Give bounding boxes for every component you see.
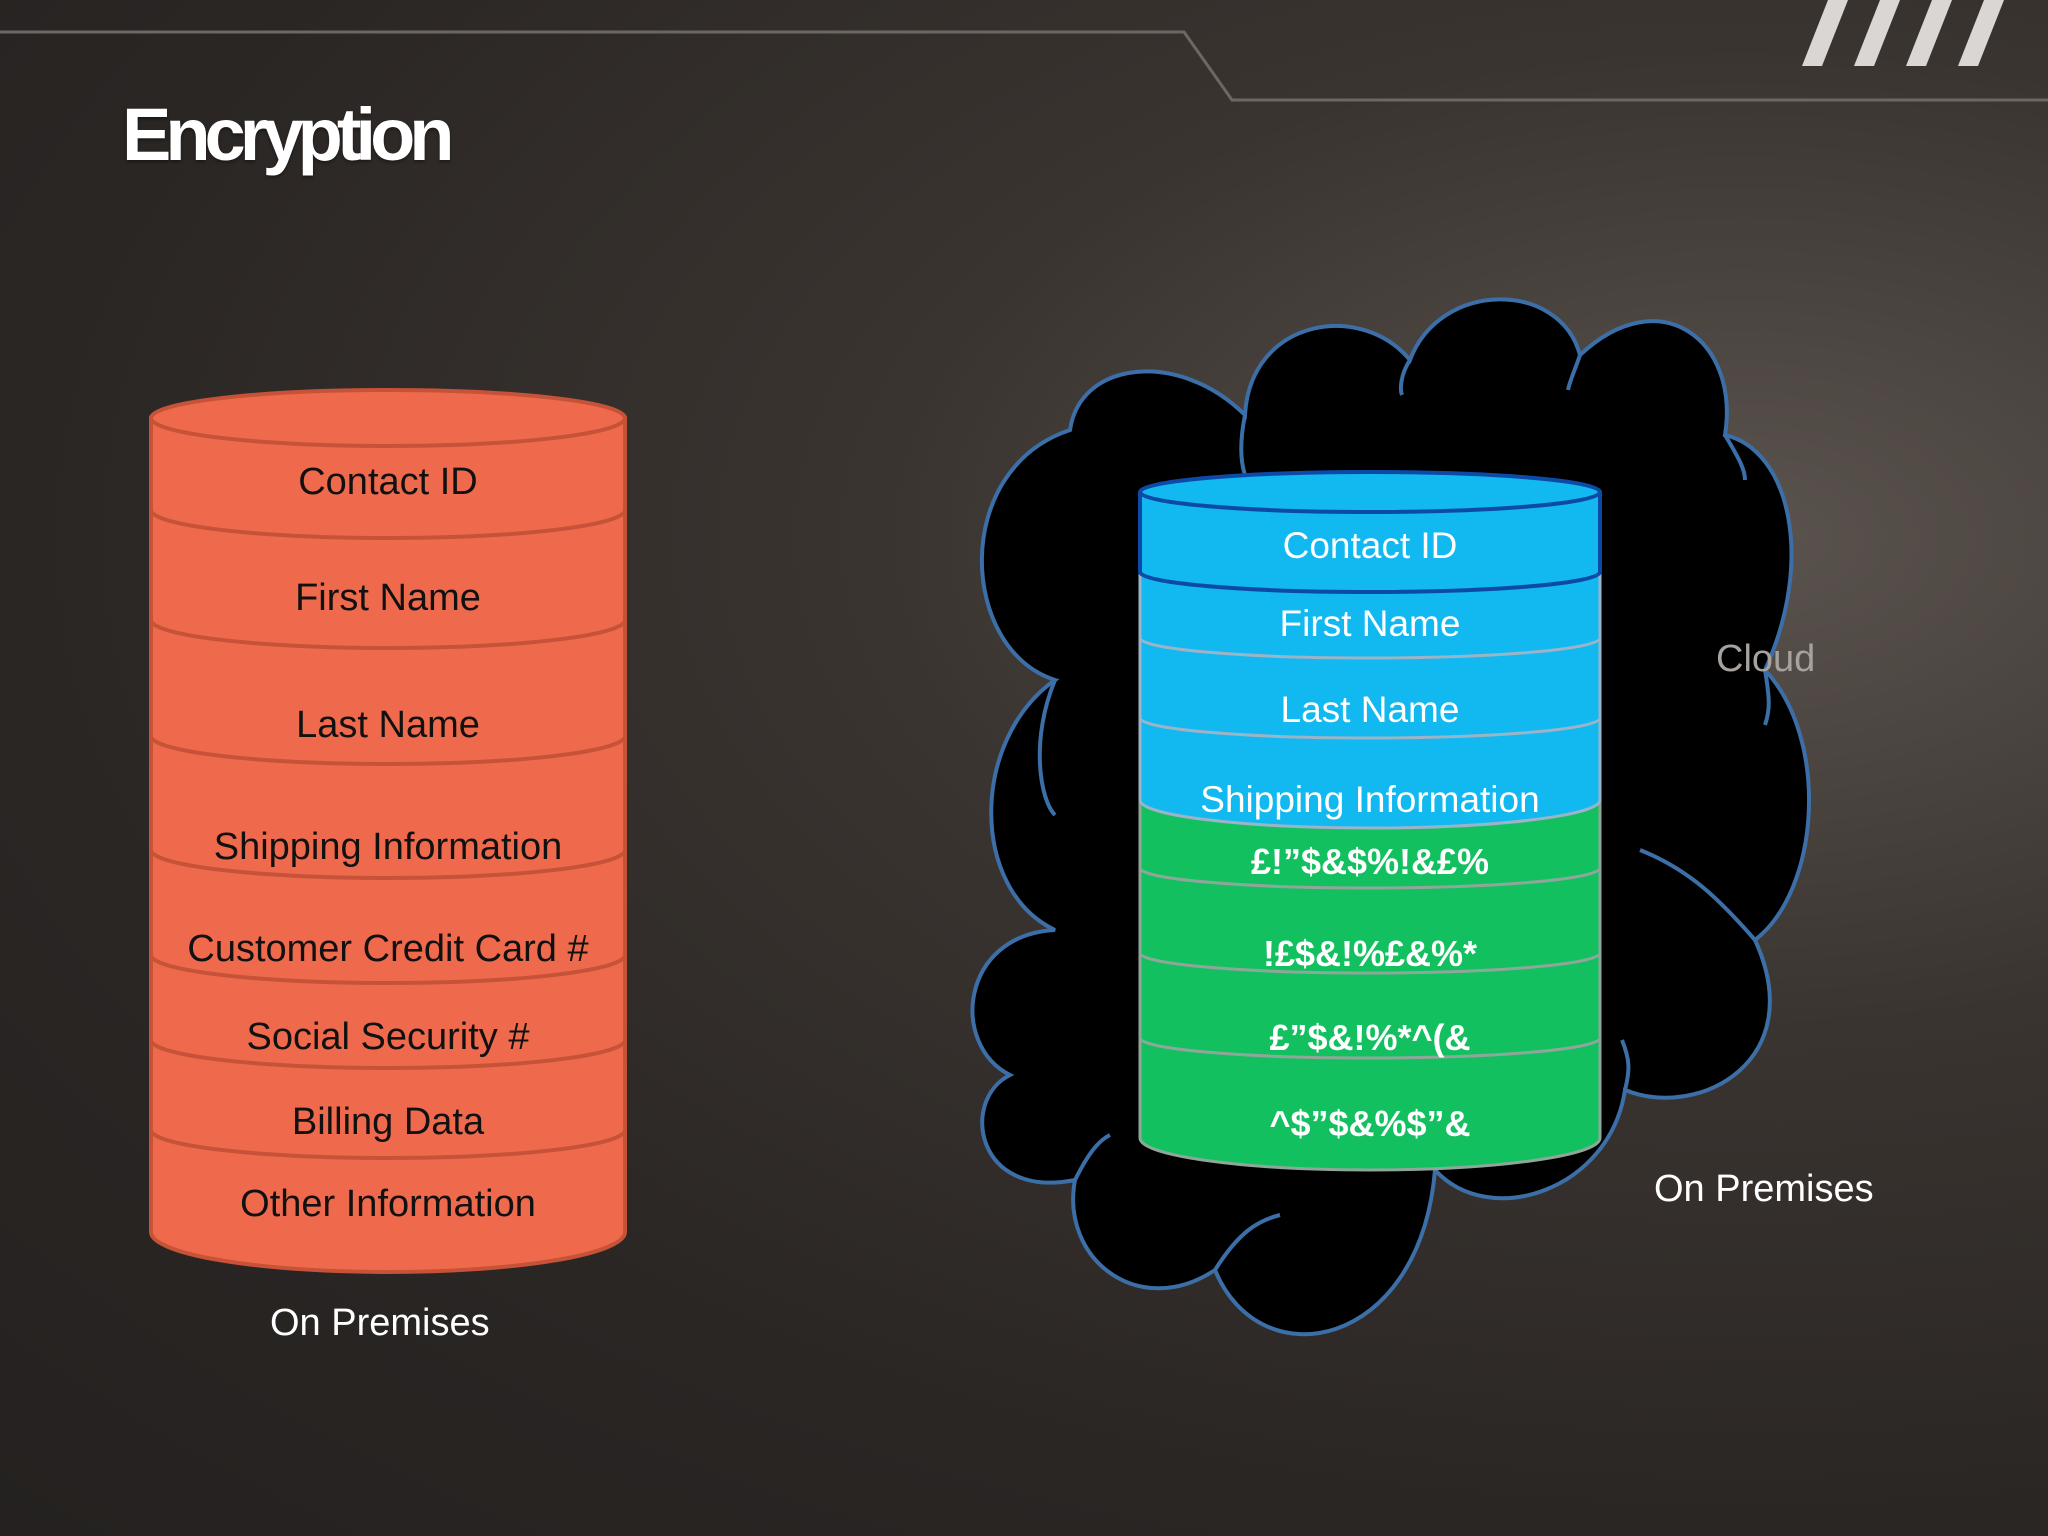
encrypted-field-label: £”$&!%*^(& (1269, 1017, 1470, 1058)
db-field-label: Customer Credit Card # (187, 928, 588, 970)
db-separator (149, 954, 627, 985)
db-field-label: Billing Data (292, 1101, 485, 1143)
plain-body (1138, 490, 1602, 830)
encrypted-body (1138, 798, 1602, 1172)
stripes-icon (1802, 0, 2004, 66)
plain-field-label: Contact ID (1283, 525, 1458, 566)
encrypted-field-label: !£$&!%£&%* (1263, 933, 1477, 974)
db-separator (149, 619, 627, 650)
plain-field-label: First Name (1280, 603, 1461, 644)
db-separator (1138, 1037, 1602, 1060)
db-separator (1138, 952, 1602, 975)
db-field-label: First Name (295, 577, 481, 619)
db-separator (149, 1039, 627, 1070)
db-separator (1138, 717, 1602, 740)
plain-field-label: Last Name (1281, 689, 1460, 730)
db-top (149, 388, 627, 448)
encrypted-field-label: ^$”$&%$”& (1269, 1103, 1470, 1144)
plain-field-label: Shipping Information (1200, 779, 1539, 820)
db-separator (149, 735, 627, 766)
db-separator (1138, 637, 1602, 660)
header-line (0, 30, 2048, 102)
encrypted-field-label: £!”$&$%!&£% (1251, 841, 1489, 882)
db-field-label: Last Name (296, 704, 480, 746)
cloud-inner-arcs (1037, 354, 1771, 1272)
cloud-label: Cloud (1716, 638, 1816, 680)
db-field-label: Shipping Information (214, 826, 563, 868)
db-body (149, 416, 627, 1274)
db-top-segment (1138, 492, 1602, 594)
right-caption: On Premises (1654, 1168, 1874, 1210)
slide-title: Encryption (122, 93, 454, 176)
db-separator (1138, 867, 1602, 890)
db-separator (149, 1129, 627, 1160)
header-decoration (0, 0, 2048, 102)
left-caption: On Premises (270, 1302, 490, 1344)
db-separator (149, 509, 627, 540)
db-top (1138, 470, 1602, 514)
db-separator (149, 849, 627, 880)
db-field-label: Contact ID (298, 461, 478, 503)
db-field-label: Other Information (240, 1183, 536, 1225)
db-field-label: Social Security # (246, 1016, 529, 1058)
